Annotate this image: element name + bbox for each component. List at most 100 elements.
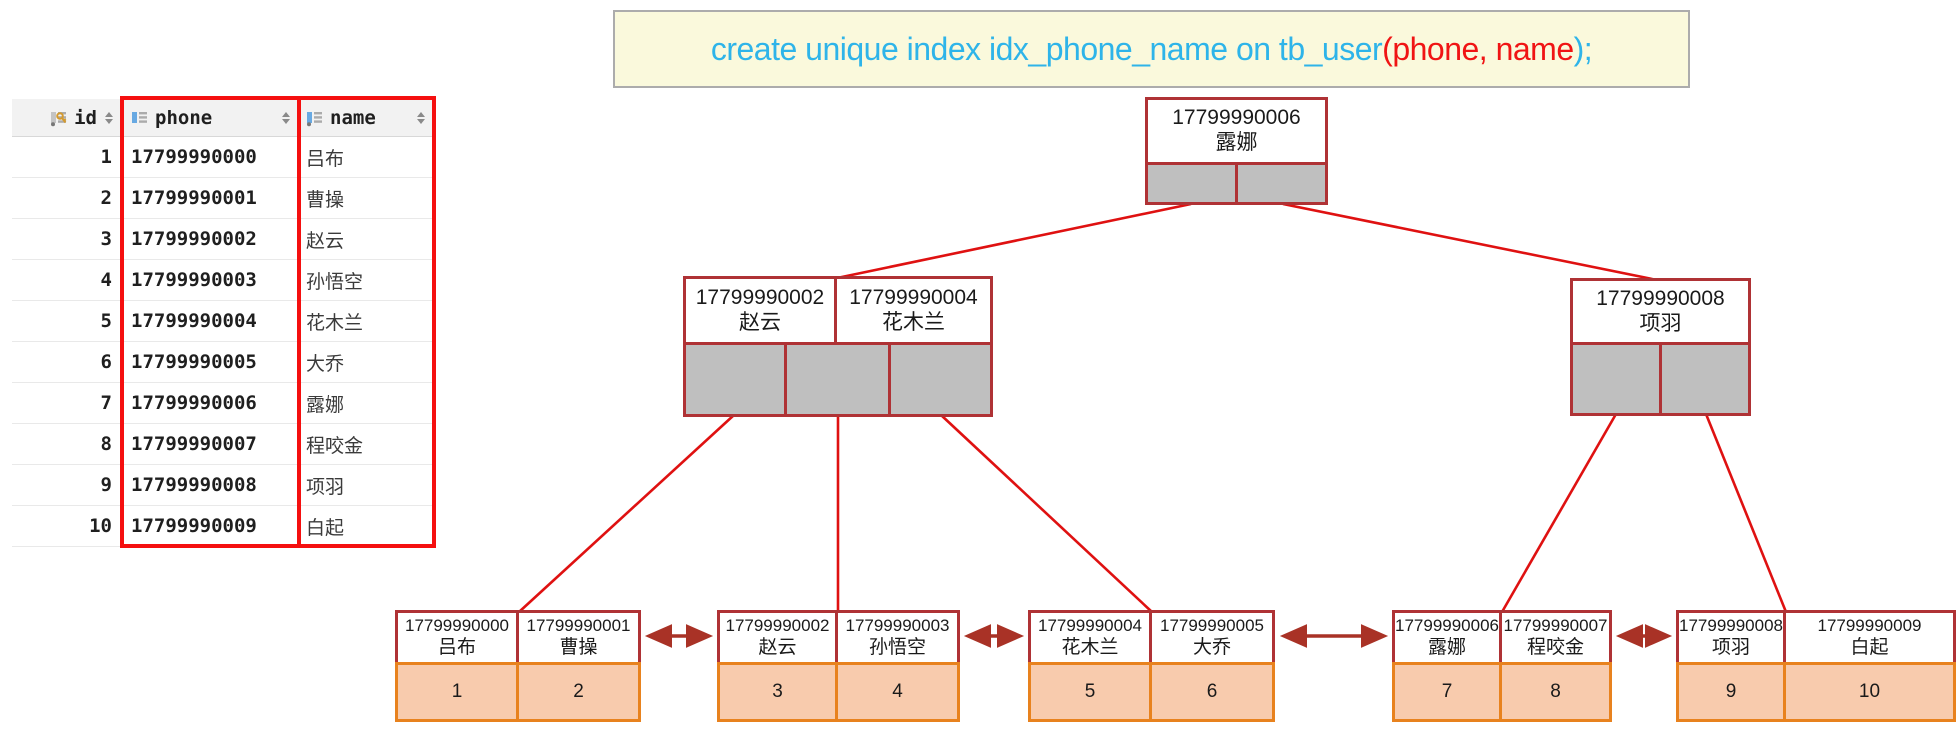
table-row: 5 17799990004 花木兰: [12, 301, 432, 342]
btree-leaf-node: 17799990008 项羽 17799990009 白起 9 10: [1676, 610, 1956, 722]
pointer-cell: [1659, 342, 1751, 416]
sql-text: create unique index idx_phone_name on tb…: [710, 30, 1383, 67]
table-row: 8 17799990007 程咬金: [12, 424, 432, 465]
cell-id[interactable]: 2: [100, 187, 112, 209]
key-phone: 17799990004: [1037, 616, 1142, 635]
leaf-key: 17799990000 吕布: [395, 610, 519, 665]
btree-leaf-node: 17799990000 吕布 17799990001 曹操 1 2: [395, 610, 641, 722]
cell-phone[interactable]: 17799990001: [131, 187, 257, 209]
btree-internal-node-left: 17799990002 赵云 17799990004 花木兰: [683, 276, 993, 417]
cell-id[interactable]: 10: [89, 515, 112, 537]
key-phone: 17799990001: [526, 616, 631, 635]
leaf-id-pointer: 10: [1783, 662, 1956, 722]
sort-toggle-icon: [417, 111, 425, 124]
key-phone: 17799990007: [1503, 616, 1608, 635]
column-icon: [132, 111, 147, 123]
key-name: 花木兰: [1061, 637, 1119, 659]
btree-root-node: 17799990006 露娜: [1145, 97, 1328, 205]
cell-name[interactable]: 白起: [306, 516, 345, 539]
btree-leaf-node: 17799990004 花木兰 17799990005 大乔 5 6: [1028, 610, 1275, 722]
key-name: 孙悟空: [868, 637, 926, 659]
table-row: 7 17799990006 露娜: [12, 383, 432, 424]
cell-id[interactable]: 1: [100, 146, 112, 168]
table-row: 2 17799990001 曹操: [12, 178, 432, 219]
column-icon: [307, 111, 322, 126]
key-name: 吕布: [437, 637, 476, 659]
primary-key-column-icon: [51, 111, 67, 126]
leaf-id-pointer: 5: [1028, 662, 1152, 722]
leaf-id-pointer: 1: [395, 662, 519, 722]
cell-phone[interactable]: 17799990006: [131, 392, 257, 414]
cell-id[interactable]: 6: [100, 351, 112, 373]
table-row: 9 17799990008 项羽: [12, 465, 432, 506]
sort-toggle-icon: [282, 111, 290, 124]
key-name: 赵云: [739, 310, 781, 334]
column-header-id[interactable]: id: [12, 99, 122, 136]
column-header-label: name: [330, 106, 376, 129]
leaf-key: 17799990007 程咬金: [1499, 610, 1612, 665]
cell-phone[interactable]: 17799990009: [131, 515, 257, 537]
column-header-label: id: [74, 106, 97, 129]
root-key: 17799990006 露娜: [1145, 97, 1328, 165]
cell-phone[interactable]: 17799990005: [131, 351, 257, 373]
table-row: 4 17799990003 孙悟空: [12, 260, 432, 301]
leaf-key: 17799990003 孙悟空: [835, 610, 960, 665]
key-phone: 17799990003: [845, 616, 950, 635]
cell-name[interactable]: 露娜: [306, 393, 345, 416]
column-header-name[interactable]: name: [297, 99, 432, 136]
grid-header-row: id phone: [12, 99, 432, 137]
cell-name[interactable]: 花木兰: [306, 311, 364, 334]
internal-key: 17799990002 赵云: [683, 276, 837, 345]
leaf-key: 17799990006 露娜: [1392, 610, 1502, 665]
column-header-phone[interactable]: phone: [122, 99, 297, 136]
key-phone: 17799990008: [1596, 286, 1725, 310]
table-row: 6 17799990005 大乔: [12, 342, 432, 383]
sort-toggle-icon: [105, 111, 113, 124]
key-phone: 17799990006: [1172, 106, 1301, 130]
leaf-key: 17799990004 花木兰: [1028, 610, 1152, 665]
cell-phone[interactable]: 17799990000: [131, 146, 257, 168]
pointer-cell: [683, 342, 787, 417]
table-row: 3 17799990002 赵云: [12, 219, 432, 260]
cell-name[interactable]: 孙悟空: [306, 270, 364, 293]
key-phone: 17799990005: [1159, 616, 1264, 635]
leaf-id-pointer: 6: [1149, 662, 1275, 722]
cell-name[interactable]: 大乔: [306, 352, 345, 375]
cell-id[interactable]: 7: [100, 392, 112, 414]
pointer-cell: [1235, 162, 1328, 205]
internal-key: 17799990008 项羽: [1570, 278, 1751, 345]
cell-name[interactable]: 赵云: [306, 229, 345, 252]
pointer-cell: [888, 342, 993, 417]
leaf-key: 17799990009 白起: [1783, 610, 1956, 665]
cell-name[interactable]: 项羽: [306, 475, 345, 498]
leaf-key: 17799990005 大乔: [1149, 610, 1275, 665]
cell-phone[interactable]: 17799990007: [131, 433, 257, 455]
sql-statement-box: create unique index idx_phone_name on tb…: [613, 10, 1690, 88]
leaf-id-pointer: 7: [1392, 662, 1502, 722]
key-name: 露娜: [1427, 637, 1466, 659]
key-name: 露娜: [1215, 131, 1258, 154]
cell-phone[interactable]: 17799990002: [131, 228, 257, 250]
table-row: 1 17799990000 吕布: [12, 137, 432, 178]
cell-name[interactable]: 曹操: [306, 188, 345, 211]
leaf-key: 17799990001 曹操: [516, 610, 641, 665]
cell-id[interactable]: 9: [100, 474, 112, 496]
cell-name[interactable]: 程咬金: [306, 434, 364, 457]
btree-leaf-node: 17799990002 赵云 17799990003 孙悟空 3 4: [717, 610, 960, 722]
cell-phone[interactable]: 17799990008: [131, 474, 257, 496]
cell-id[interactable]: 8: [100, 433, 112, 455]
leaf-key: 17799990002 赵云: [717, 610, 838, 665]
cell-phone[interactable]: 17799990004: [131, 310, 257, 332]
cell-id[interactable]: 4: [100, 269, 112, 291]
btree-leaf-node: 17799990006 露娜 17799990007 程咬金 7 8: [1392, 610, 1612, 722]
cell-id[interactable]: 3: [100, 228, 112, 250]
cell-id[interactable]: 5: [100, 310, 112, 332]
cell-phone[interactable]: 17799990003: [131, 269, 257, 291]
key-phone: 17799990008: [1679, 616, 1784, 635]
sql-text-end: );: [1573, 30, 1593, 67]
cell-name[interactable]: 吕布: [306, 147, 345, 170]
key-name: 项羽: [1639, 311, 1682, 335]
sql-highlighted-columns: (phone, name: [1382, 30, 1574, 67]
